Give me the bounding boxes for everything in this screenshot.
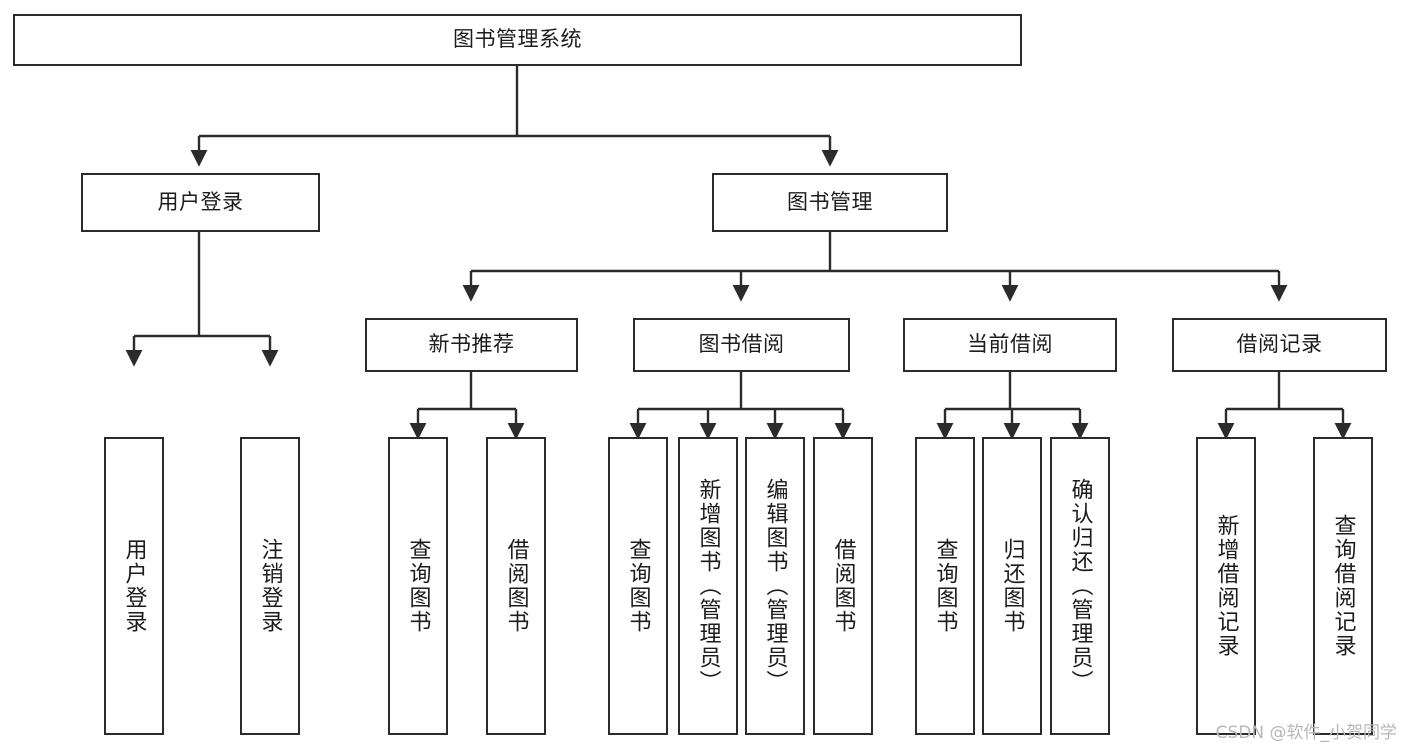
node-leaf-user-login-label: 用户登录 bbox=[121, 538, 147, 634]
node-book-manage[interactable]: 图书管理 bbox=[712, 173, 948, 232]
watermark-text: CSDN @软件_小贺同学 bbox=[1215, 723, 1397, 743]
node-leaf-logout-login-label: 注销登录 bbox=[257, 538, 283, 634]
node-leaf-borrow-book-2-label: 借阅图书 bbox=[830, 538, 856, 634]
node-book-borrow[interactable]: 图书借阅 bbox=[633, 318, 850, 372]
node-book-manage-label: 图书管理 bbox=[787, 189, 873, 214]
node-leaf-edit-book-admin-label: 编辑图书（管理员） bbox=[762, 478, 788, 694]
node-current-borrow-label: 当前借阅 bbox=[967, 332, 1053, 357]
node-leaf-user-login[interactable]: 用户登录 bbox=[104, 437, 164, 735]
node-leaf-add-book-admin[interactable]: 新增图书（管理员） bbox=[678, 437, 738, 735]
node-leaf-add-borrow-record[interactable]: 新增借阅记录 bbox=[1196, 437, 1256, 735]
node-leaf-confirm-return-admin[interactable]: 确认归还（管理员） bbox=[1050, 437, 1110, 735]
node-leaf-query-book-1[interactable]: 查询图书 bbox=[388, 437, 448, 735]
node-leaf-query-borrow-record[interactable]: 查询借阅记录 bbox=[1313, 437, 1373, 735]
node-root[interactable]: 图书管理系统 bbox=[13, 14, 1022, 66]
node-leaf-borrow-book-2[interactable]: 借阅图书 bbox=[813, 437, 873, 735]
node-new-book-recommend[interactable]: 新书推荐 bbox=[365, 318, 578, 372]
node-leaf-query-book-2-label: 查询图书 bbox=[625, 538, 651, 634]
node-book-borrow-label: 图书借阅 bbox=[698, 332, 785, 357]
node-borrow-record[interactable]: 借阅记录 bbox=[1172, 318, 1387, 372]
node-leaf-return-book-label: 归还图书 bbox=[999, 538, 1025, 634]
node-leaf-add-borrow-record-label: 新增借阅记录 bbox=[1213, 514, 1239, 658]
node-user-login[interactable]: 用户登录 bbox=[81, 173, 320, 232]
node-leaf-return-book[interactable]: 归还图书 bbox=[982, 437, 1042, 735]
node-leaf-query-book-3[interactable]: 查询图书 bbox=[915, 437, 975, 735]
node-user-login-label: 用户登录 bbox=[157, 189, 244, 214]
node-root-label: 图书管理系统 bbox=[453, 27, 582, 52]
node-leaf-query-book-1-label: 查询图书 bbox=[405, 538, 431, 634]
node-leaf-borrow-book-1[interactable]: 借阅图书 bbox=[486, 437, 546, 735]
node-leaf-query-book-3-label: 查询图书 bbox=[932, 538, 958, 634]
node-leaf-add-book-admin-label: 新增图书（管理员） bbox=[695, 478, 721, 694]
node-borrow-record-label: 借阅记录 bbox=[1236, 332, 1323, 357]
node-leaf-borrow-book-1-label: 借阅图书 bbox=[503, 538, 529, 634]
node-leaf-confirm-return-admin-label: 确认归还（管理员） bbox=[1067, 478, 1093, 694]
node-current-borrow[interactable]: 当前借阅 bbox=[903, 318, 1117, 372]
node-leaf-query-borrow-record-label: 查询借阅记录 bbox=[1330, 514, 1356, 658]
node-new-book-recommend-label: 新书推荐 bbox=[428, 332, 515, 357]
node-leaf-query-book-2[interactable]: 查询图书 bbox=[608, 437, 668, 735]
node-leaf-edit-book-admin[interactable]: 编辑图书（管理员） bbox=[745, 437, 805, 735]
node-leaf-logout-login[interactable]: 注销登录 bbox=[240, 437, 300, 735]
